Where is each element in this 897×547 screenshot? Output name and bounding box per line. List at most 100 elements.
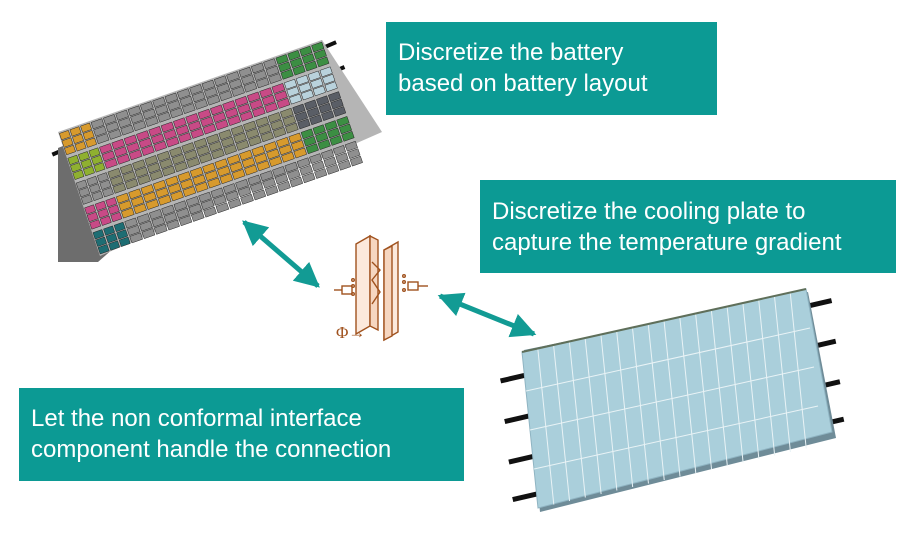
battery-cell: [255, 77, 270, 89]
battery-cell: [124, 178, 139, 190]
battery-cell: [316, 95, 330, 107]
battery-cell: [95, 236, 107, 247]
battery-cell: [91, 190, 104, 202]
battery-cell: [133, 203, 147, 215]
battery-cell: [118, 236, 131, 247]
battery-cell: [157, 194, 172, 206]
battery-cell: [120, 207, 135, 219]
battery-cell: [313, 49, 327, 60]
battery-cell: [314, 168, 328, 179]
battery-cell: [265, 65, 280, 77]
battery-cell: [64, 144, 76, 156]
battery-cell: [130, 195, 145, 207]
battery-cell: [241, 157, 256, 169]
battery-cell: [80, 194, 93, 205]
battery-cell: [86, 211, 99, 223]
battery-cell: [163, 129, 177, 140]
battery-cell: [268, 156, 283, 167]
battery-cell: [321, 149, 335, 160]
battery-cell: [253, 69, 267, 81]
battery-cell: [295, 74, 309, 86]
battery-cell: [234, 95, 249, 107]
battery-cell: [278, 61, 292, 73]
battery-cell: [156, 150, 171, 162]
battery-cell: [72, 169, 85, 180]
battery-cell: [264, 185, 279, 197]
battery-cell: [164, 92, 179, 104]
battery-cell: [175, 124, 190, 136]
battery-cell: [174, 161, 188, 173]
battery-cell: [277, 180, 291, 192]
battery-cell: [189, 166, 204, 178]
battery-cell: [140, 184, 155, 196]
battery-cell: [78, 187, 91, 198]
battery-cell: [311, 160, 325, 172]
cooling-plate-terminal: [512, 491, 540, 502]
battery-cell: [263, 141, 278, 153]
battery-cell: [250, 182, 264, 193]
battery-cell: [215, 119, 229, 131]
battery-cell: [190, 127, 204, 139]
battery-cell: [263, 58, 277, 70]
battery-cell: [255, 116, 269, 128]
battery-cell: [113, 221, 126, 233]
battery-cell: [115, 192, 130, 204]
battery-cell: [99, 215, 112, 226]
battery-cell: [337, 159, 352, 171]
battery-cell: [241, 74, 255, 86]
battery-cell: [292, 64, 306, 76]
battery-cell: [141, 228, 156, 239]
battery-cell: [132, 120, 147, 132]
battery-cell: [103, 114, 117, 125]
callout-cooling-plate-line-2: capture the temperature gradient: [492, 229, 842, 256]
battery-cell: [201, 79, 216, 91]
battery-cell: [338, 123, 353, 135]
battery-cell: [228, 78, 243, 90]
battery-cell: [323, 156, 337, 168]
battery-cell: [149, 169, 164, 181]
battery-cell: [190, 210, 205, 222]
battery-cell: [123, 134, 138, 146]
battery-cell: [108, 240, 121, 251]
battery-cell: [176, 207, 190, 219]
battery-cell: [143, 191, 157, 203]
battery-cell: [329, 135, 343, 146]
battery-cell: [157, 111, 171, 123]
battery-cell: [136, 130, 150, 142]
battery-cell: [99, 179, 112, 190]
battery-pack: [51, 40, 382, 262]
battery-cell: [226, 71, 240, 82]
battery-cell: [105, 232, 118, 244]
battery-cell: [181, 142, 196, 154]
battery-cell: [335, 152, 349, 164]
battery-cell: [167, 183, 182, 194]
battery-cell: [124, 217, 138, 229]
battery-cell: [105, 121, 120, 133]
battery-cell: [223, 144, 238, 156]
battery-cell: [173, 117, 187, 129]
battery-cell: [281, 151, 295, 163]
battery-cell: [286, 86, 300, 98]
battery-cell: [112, 182, 127, 194]
battery-cell: [344, 140, 358, 152]
battery-cell: [283, 78, 298, 90]
battery-cell: [272, 166, 286, 177]
battery-cell: [93, 125, 107, 137]
battery-cell: [213, 75, 228, 87]
cooling-plate-terminal: [508, 453, 536, 465]
battery-cell: [330, 98, 344, 110]
battery-cell: [311, 41, 325, 53]
battery-cell: [300, 89, 314, 101]
battery-cell: [107, 204, 120, 215]
battery-cell: [161, 204, 175, 216]
cooling-plate: [499, 288, 845, 512]
battery-cell: [316, 56, 330, 68]
battery-cell: [227, 115, 241, 126]
battery-cell: [349, 155, 363, 167]
battery-cell: [307, 70, 321, 82]
battery-cell: [86, 175, 99, 187]
battery-cell: [91, 154, 103, 166]
battery-cell: [127, 105, 142, 117]
battery-cell: [246, 91, 261, 103]
battery-cell: [88, 147, 101, 158]
